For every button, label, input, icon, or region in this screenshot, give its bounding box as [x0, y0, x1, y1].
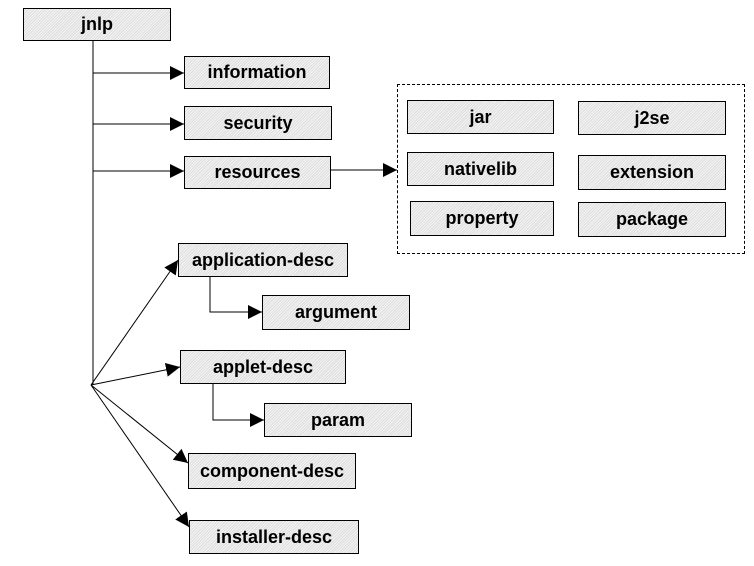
- node-jnlp: jnlp: [23, 8, 171, 41]
- node-argument: argument: [262, 295, 410, 330]
- node-jar: jar: [407, 100, 554, 134]
- node-j2se: j2se: [578, 101, 726, 135]
- edge-application-desc-argument: [209, 277, 262, 319]
- node-property: property: [410, 201, 554, 236]
- node-security: security: [184, 106, 332, 140]
- node-installer-desc: installer-desc: [189, 520, 359, 554]
- node-extension: extension: [578, 155, 726, 190]
- resources-group: [397, 84, 745, 254]
- edge-jnlp-applet-desc: [90, 362, 181, 386]
- node-application-desc: application-desc: [178, 243, 348, 277]
- node-nativelib: nativelib: [407, 152, 554, 186]
- edge-applet-desc-param: [212, 384, 264, 427]
- edge-jnlp-installer-desc: [90, 384, 190, 528]
- edge-jnlp-component-desc: [90, 384, 189, 464]
- node-package: package: [578, 202, 726, 237]
- node-param: param: [264, 403, 412, 437]
- node-component-desc: component-desc: [188, 453, 356, 489]
- node-applet-desc: applet-desc: [180, 350, 346, 384]
- edge-jnlp-application-desc: [90, 259, 179, 386]
- node-resources: resources: [184, 156, 331, 189]
- node-information: information: [184, 56, 330, 89]
